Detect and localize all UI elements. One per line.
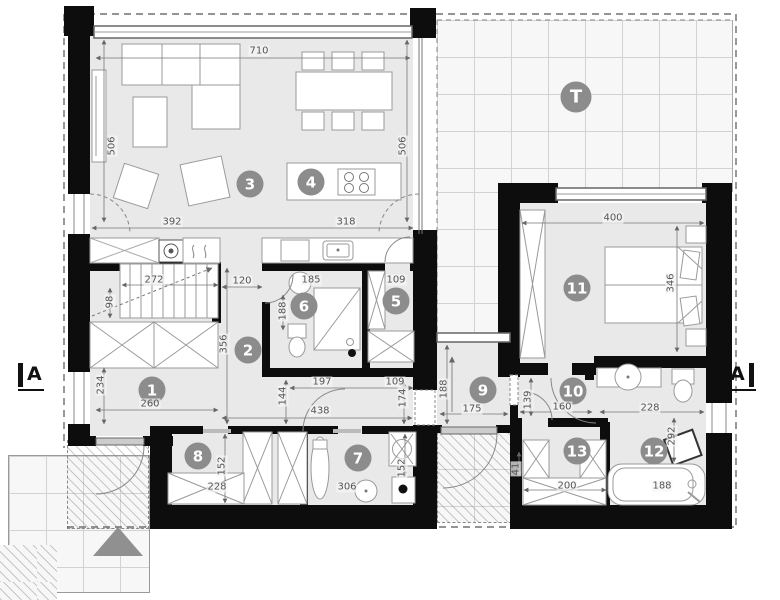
living-room-furniture — [91, 43, 393, 210]
kitchen-island — [286, 162, 402, 201]
bathroom-12-fixtures — [596, 363, 706, 506]
corner-paving — [0, 545, 57, 600]
terrace-strip-tiles — [437, 192, 499, 333]
utility-room-fixtures — [310, 431, 417, 504]
doors — [89, 193, 597, 495]
bedroom-furniture — [604, 225, 707, 347]
side-porch-tiles — [437, 432, 511, 522]
staircase — [91, 263, 219, 319]
windows — [68, 25, 732, 433]
storage-cabinets — [89, 209, 607, 506]
walls — [64, 6, 732, 529]
bathroom-6-fixtures — [287, 271, 361, 358]
north-arrow — [93, 527, 143, 556]
fireplace — [89, 237, 221, 264]
kitchen-counter — [261, 237, 414, 264]
